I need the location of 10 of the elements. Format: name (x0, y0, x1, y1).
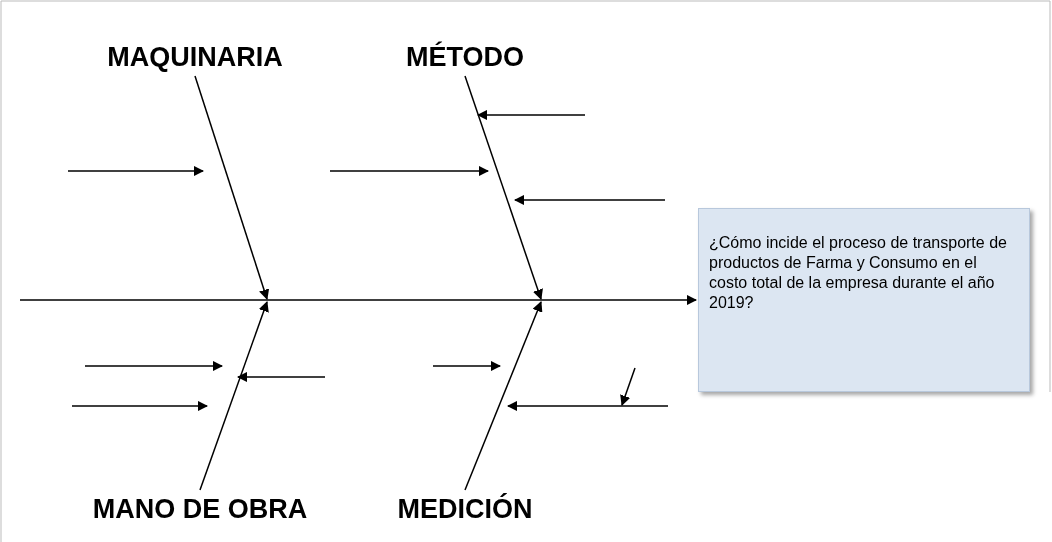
category-label: MEDICIÓN (380, 490, 550, 528)
bone-arrow (199, 301, 269, 491)
category-label: MAQUINARIA (90, 38, 300, 76)
category-label: MANO DE OBRA (70, 490, 330, 528)
effect-box: ¿Cómo incide el proceso de transporte de productos de Farma y Consumo en el costo total de la empresa durante el año 2019? (698, 208, 1030, 392)
category-label: MÉTODO (380, 38, 550, 76)
bone-arrow (464, 301, 543, 491)
bone-arrow (464, 75, 543, 300)
spine-arrow (19, 294, 698, 306)
bone-arrow (194, 75, 270, 300)
